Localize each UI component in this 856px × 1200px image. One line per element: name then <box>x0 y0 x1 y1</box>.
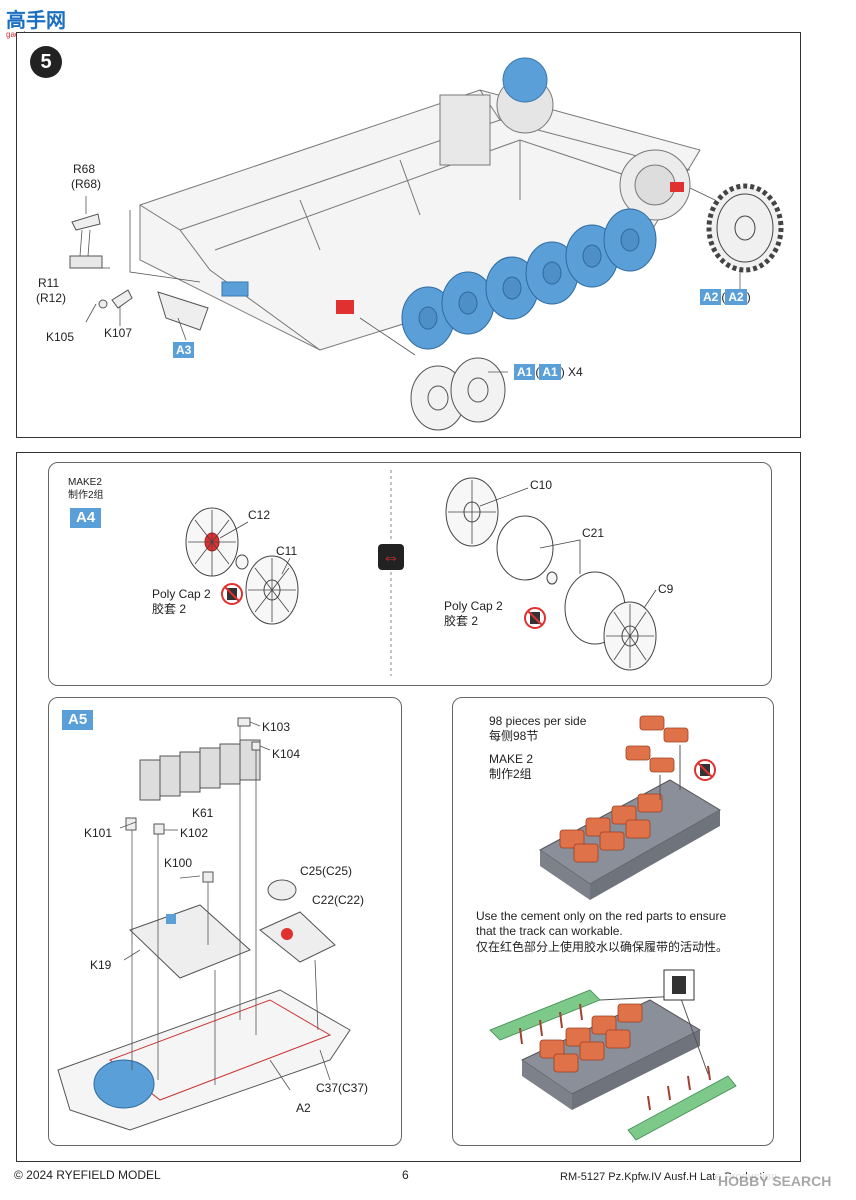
label-k105: K105 <box>46 330 75 344</box>
label-a2-group: A2(A2) <box>700 289 751 305</box>
label-polycap-left-cn: 胶套 2 <box>152 602 187 616</box>
tracks-count-cn: 每侧98节 <box>489 729 539 743</box>
tag-a2: A2 <box>700 289 722 305</box>
label-c22: C22(C22) <box>312 893 365 907</box>
label-k101: K101 <box>84 826 113 840</box>
step-number: 5 <box>30 46 62 78</box>
footer-copyright: © 2024 RYEFIELD MODEL <box>14 1168 161 1182</box>
label-polycap-right-cn: 胶套 2 <box>444 614 479 628</box>
label-c12: C12 <box>248 508 271 522</box>
label-k104: K104 <box>272 747 301 761</box>
drive-sprocket <box>706 183 784 273</box>
label-k103: K103 <box>262 720 291 734</box>
label-k100: K100 <box>164 856 193 870</box>
no-cement-icon-right <box>524 607 546 629</box>
no-cement-icon-left <box>221 583 243 605</box>
a4-make-cn: 制作2组 <box>68 490 104 501</box>
watermark: HOBBY SEARCH <box>716 1173 834 1189</box>
label-c25: C25(C25) <box>300 864 353 878</box>
small-parts-left <box>69 213 209 331</box>
label-r68: R68 <box>73 162 96 176</box>
logo-text: 高手网 <box>6 10 66 32</box>
paren-open: ( <box>721 290 726 304</box>
tracks-note-2: that the track can workable. <box>476 924 623 938</box>
paren-close: ) <box>746 290 751 304</box>
tracks-make: MAKE 2 <box>489 752 534 766</box>
label-c9: C9 <box>658 582 674 596</box>
label-polycap-right: Poly Cap 2 <box>444 599 503 613</box>
label-c37: C37(C37) <box>316 1081 369 1095</box>
tracks-make-cn: 制作2组 <box>489 767 532 781</box>
label-c11: C11 <box>276 544 298 558</box>
tag-a4: A4 <box>70 508 102 528</box>
paren-open: ( <box>535 365 540 379</box>
tag-a1: A1 <box>514 364 536 380</box>
a4-make: MAKE2 <box>68 477 102 488</box>
red-mark-rear <box>336 300 354 314</box>
tag-a5: A5 <box>62 710 94 730</box>
label-k19: K19 <box>90 958 112 972</box>
tracks-note-1: Use the cement only on the red parts to … <box>476 909 727 923</box>
label-r12: (R12) <box>36 291 67 305</box>
leader-lines <box>79 187 741 373</box>
blue-part-rear <box>221 281 249 297</box>
label-k102: K102 <box>180 826 209 840</box>
tracks-count: 98 pieces per side <box>489 714 587 728</box>
road-wheel-pair <box>410 357 506 431</box>
label-k107: K107 <box>104 326 133 340</box>
no-cement-icon-tracks <box>694 759 716 781</box>
label-a1-qty: X4 <box>568 365 583 379</box>
red-mark-front <box>670 182 684 192</box>
label-polycap-left: Poly Cap 2 <box>152 587 211 601</box>
tracks-note-cn: 仅在红色部分上使用胶水以确保履带的活动性。 <box>476 940 729 954</box>
label-a2: A2 <box>296 1101 311 1115</box>
tag-a2-alt: A2 <box>725 289 747 305</box>
label-c10: C10 <box>530 478 553 492</box>
footer-page-number: 6 <box>402 1168 409 1182</box>
swap-icon: ⇔ <box>378 544 404 570</box>
road-wheels-blue <box>401 208 657 350</box>
label-a1-group: A1(A1) X4 <box>514 364 583 380</box>
paren-close: ) <box>560 365 565 379</box>
tag-a3: A3 <box>173 342 195 358</box>
label-r68-alt: (R68) <box>71 177 102 191</box>
tag-a1-alt: A1 <box>539 364 561 380</box>
label-k61: K61 <box>192 806 214 820</box>
label-r11: R11 <box>38 276 60 290</box>
label-c21: C21 <box>582 526 605 540</box>
cement-icon <box>663 969 695 1001</box>
